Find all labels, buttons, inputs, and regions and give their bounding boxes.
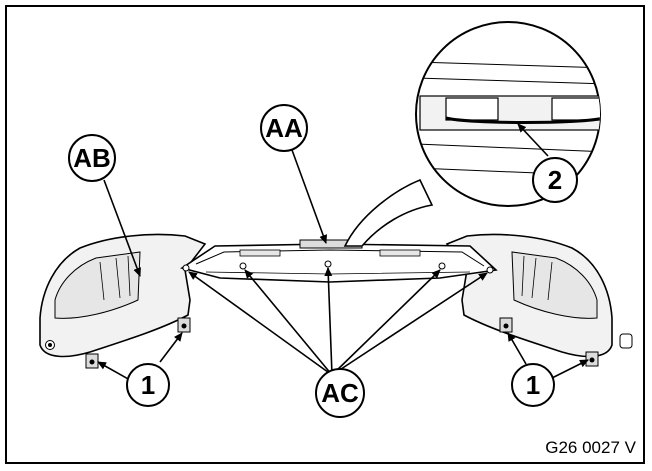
callout-ab: AB — [68, 134, 116, 182]
leader-lines — [97, 123, 589, 381]
callout-2: 2 — [532, 157, 578, 203]
svg-text:1: 1 — [526, 370, 540, 400]
svg-text:2: 2 — [548, 165, 562, 195]
svg-text:AA: AA — [265, 113, 303, 143]
figure-reference-code: G26 0027 V — [545, 438, 636, 457]
center-trim-strip — [180, 239, 498, 283]
zoom-detail — [343, 21, 601, 247]
callout-aa: AA — [260, 104, 308, 152]
svg-text:1: 1 — [141, 370, 155, 400]
callout-1-left: 1 — [126, 363, 170, 407]
callout-ac: AC — [315, 368, 365, 418]
svg-text:AB: AB — [73, 143, 111, 173]
left-bumper-section — [39, 233, 207, 369]
callout-1-right: 1 — [511, 363, 555, 407]
svg-text:AC: AC — [321, 378, 359, 408]
